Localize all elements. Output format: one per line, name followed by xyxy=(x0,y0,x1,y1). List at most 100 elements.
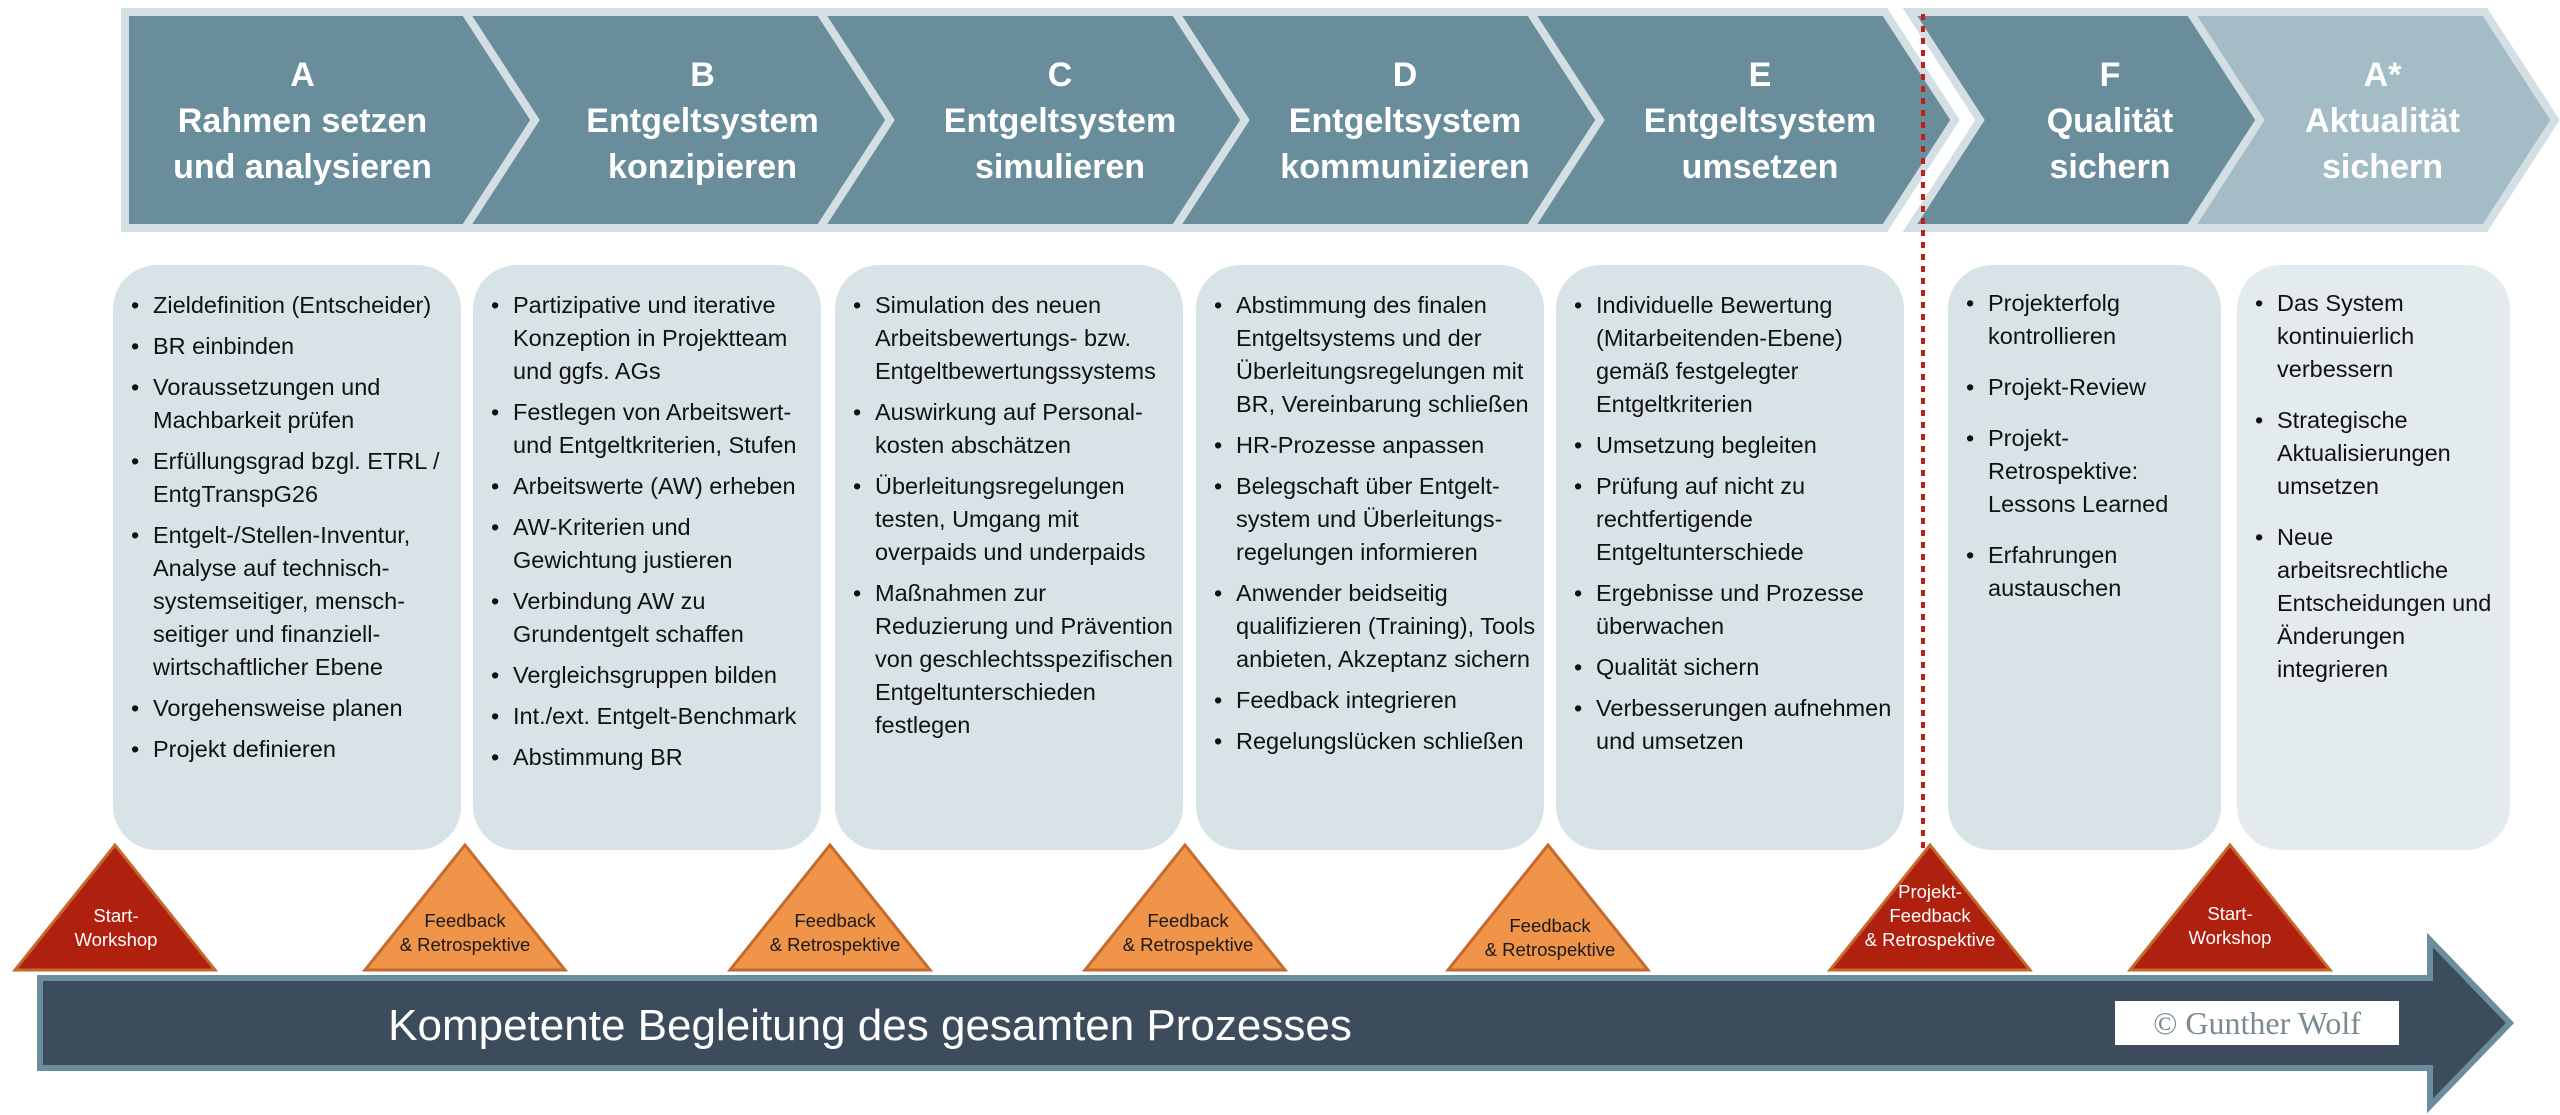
box-list-item-text: Verbesserungen aufnehmen und umsetzen xyxy=(1596,695,1892,754)
box-list-item: Vorgehensweise planen xyxy=(131,692,451,725)
box-list-item: Ergebnisse und Prozesse überwachen xyxy=(1574,577,1896,643)
box-list-item: Projekt-Retrospektive: Lessons Learned xyxy=(1966,422,2213,521)
box-list-item: Abstimmung des finalen Entgeltsystems un… xyxy=(1214,289,1536,421)
box-c-list: Simulation des neuen Arbeitsbewertungs- … xyxy=(853,289,1173,742)
banner-text: Kompetente Begleitung des gesamten Proze… xyxy=(388,1001,1352,1050)
box-list-item: Erfahrungen austauschen xyxy=(1966,539,2213,605)
box-list-item: Qualität sichern xyxy=(1574,651,1896,684)
box-list-item: Auswirkung auf Personal- kosten abschätz… xyxy=(853,396,1173,462)
box-list-item: Überleitungsregelungen testen, Umgang mi… xyxy=(853,470,1173,569)
box-list-item-text: Verbindung AW zu Grundentgelt schaffen xyxy=(513,588,744,647)
box-d: Abstimmung des finalen Entgeltsystems un… xyxy=(1196,265,1544,850)
box-list-item-text: Int./ext. Entgelt-Benchmark xyxy=(513,703,797,729)
triangle-label-start-workshop: Start- Workshop xyxy=(2188,903,2272,948)
box-list-item-text: Simulation des neuen Arbeitsbewertungs- … xyxy=(875,292,1156,384)
box-list-item-text: Partizipative und iterative Konzeption i… xyxy=(513,292,788,384)
box-list-item-text: Vergleichsgruppen bilden xyxy=(513,662,777,688)
triangle-label-project-feedback: Projekt- Feedback & Retrospektive xyxy=(1864,881,1996,950)
box-list-item: Anwender beidseitig qualifizieren (Train… xyxy=(1214,577,1536,676)
box-list-item: Strategische Aktualisierungen umsetzen xyxy=(2255,404,2502,503)
box-list-item-text: Qualität sichern xyxy=(1596,654,1760,680)
milestone-triangle xyxy=(726,842,934,972)
box-list-item: Erfüllungsgrad bzgl. ETRL / EntgTranspG2… xyxy=(131,445,451,511)
box-list-item-text: Erfüllungsgrad bzgl. ETRL / EntgTranspG2… xyxy=(153,448,440,507)
box-list-item-text: Regelungslücken schließen xyxy=(1236,728,1524,754)
box-list-item-text: Entgelt-/Stellen-Inventur, Analyse auf t… xyxy=(153,522,411,680)
box-d-list: Abstimmung des finalen Entgeltsystems un… xyxy=(1214,289,1536,758)
milestone-triangle xyxy=(11,842,219,972)
copyright-label: © Gunther Wolf xyxy=(2115,1001,2399,1045)
box-e-list: Individuelle Bewertung (Mitarbeitenden-E… xyxy=(1574,289,1896,758)
box-list-item-text: Neue arbeitsrechtliche Entscheidungen un… xyxy=(2277,524,2492,682)
box-c: Simulation des neuen Arbeitsbewertungs- … xyxy=(835,265,1183,850)
box-list-item-text: Festlegen von Arbeitswert- und Entgeltkr… xyxy=(513,399,797,458)
box-list-item: HR-Prozesse anpassen xyxy=(1214,429,1536,462)
box-list-item-text: Umsetzung begleiten xyxy=(1596,432,1817,458)
box-list-item: Int./ext. Entgelt-Benchmark xyxy=(491,700,811,733)
box-a-list: Zieldefinition (Entscheider) BR einbinden… xyxy=(131,289,451,766)
box-list-item: Projekt definieren xyxy=(131,733,451,766)
box-list-item-text: HR-Prozesse anpassen xyxy=(1236,432,1485,458)
box-list-item: Prüfung auf nicht zu rechtfertigende Ent… xyxy=(1574,470,1896,569)
box-a-star-list: Das System kontinuierlich verbessernStra… xyxy=(2255,287,2502,686)
box-list-item-text: Erfahrungen austauschen xyxy=(1988,542,2122,601)
box-list-item: Partizipative und iterative Konzeption i… xyxy=(491,289,811,388)
box-list-item-text: Projekt-Retrospektive: Lessons Learned xyxy=(1988,425,2169,517)
box-list-item-text: AW-Kriterien und Gewichtung justieren xyxy=(513,514,733,573)
box-a: Zieldefinition (Entscheider) BR einbinden… xyxy=(113,265,461,850)
box-list-item-text: Feedback integrieren xyxy=(1236,687,1457,713)
box-list-item: Voraussetzungen und Machbarkeit prüfen xyxy=(131,371,451,437)
box-list-item: Maßnahmen zur Reduzierung und Prävention… xyxy=(853,577,1173,742)
box-list-item: Das System kontinuierlich verbessern xyxy=(2255,287,2502,386)
box-list-item-text: Abstimmung des finalen Entgeltsystems un… xyxy=(1236,292,1529,417)
box-list-item: Belegschaft über Entgelt- system und Übe… xyxy=(1214,470,1536,569)
triangle-label-feedback: Feedback & Retrospektive xyxy=(1122,910,1254,955)
triangle-label-feedback: Feedback & Retrospektive xyxy=(769,910,901,955)
box-list-item: Projekterfolg kontrollieren xyxy=(1966,287,2213,353)
box-list-item: Verbesserungen aufnehmen und umsetzen xyxy=(1574,692,1896,758)
triangle-label-feedback: Feedback & Retrospektive xyxy=(399,910,531,955)
box-list-item-text: Individuelle Bewertung (Mitarbeitenden-E… xyxy=(1596,292,1843,417)
box-list-item-text: Arbeitswerte (AW) erheben xyxy=(513,473,796,499)
triangle-label-start-workshop: Start- Workshop xyxy=(74,905,158,950)
box-list-item: Verbindung AW zu Grundentgelt schaffen xyxy=(491,585,811,651)
box-list-item-text: Ergebnisse und Prozesse überwachen xyxy=(1596,580,1864,639)
milestone-triangle xyxy=(1826,842,2034,972)
banner-arrow xyxy=(37,932,2515,1114)
box-list-item-text: Zieldefinition (Entscheider) xyxy=(153,292,432,318)
chevron-a xyxy=(121,7,540,232)
box-list-item-text: Projekt-Review xyxy=(1988,374,2147,400)
triangle-label-feedback: Feedback & Retrospektive xyxy=(1484,915,1616,960)
box-list-item-text: Das System kontinuierlich verbessern xyxy=(2277,290,2415,382)
milestone-triangle xyxy=(361,842,569,972)
milestone-triangles xyxy=(11,842,2334,972)
box-list-item-text: Projekterfolg kontrollieren xyxy=(1988,290,2120,349)
box-list-item: Festlegen von Arbeitswert- und Entgeltkr… xyxy=(491,396,811,462)
box-list-item: Neue arbeitsrechtliche Entscheidungen un… xyxy=(2255,521,2502,686)
milestone-triangle xyxy=(1081,842,1289,972)
box-list-item-text: Abstimmung BR xyxy=(513,744,683,770)
box-list-item: Projekt-Review xyxy=(1966,371,2213,404)
box-list-item: Feedback integrieren xyxy=(1214,684,1536,717)
milestone-triangle xyxy=(1444,842,1652,972)
chevron-e xyxy=(1522,7,1960,232)
box-list-item-text: Prüfung auf nicht zu rechtfertigende Ent… xyxy=(1596,473,1806,565)
box-list-item-text: Belegschaft über Entgelt- system und Übe… xyxy=(1236,473,1503,565)
phase-chevrons xyxy=(121,7,2560,232)
box-list-item-text: Vorgehensweise planen xyxy=(153,695,403,721)
box-list-item-text: Projekt definieren xyxy=(153,736,336,762)
box-a-star: Das System kontinuierlich verbessernStra… xyxy=(2237,265,2510,850)
box-list-item: Arbeitswerte (AW) erheben xyxy=(491,470,811,503)
box-b-list: Partizipative und iterative Konzeption i… xyxy=(491,289,811,774)
box-list-item-text: Maßnahmen zur Reduzierung und Prävention… xyxy=(875,580,1173,738)
box-e: Individuelle Bewertung (Mitarbeitenden-E… xyxy=(1556,265,1904,850)
box-list-item: Vergleichsgruppen bilden xyxy=(491,659,811,692)
box-b: Partizipative und iterative Konzeption i… xyxy=(473,265,821,850)
box-list-item: Regelungslücken schließen xyxy=(1214,725,1536,758)
box-list-item-text: Überleitungsregelungen testen, Umgang mi… xyxy=(875,473,1146,565)
box-list-item-text: BR einbinden xyxy=(153,333,295,359)
box-list-item: Simulation des neuen Arbeitsbewertungs- … xyxy=(853,289,1173,388)
box-list-item-text: Voraussetzungen und Machbarkeit prüfen xyxy=(153,374,381,433)
box-list-item: Abstimmung BR xyxy=(491,741,811,774)
